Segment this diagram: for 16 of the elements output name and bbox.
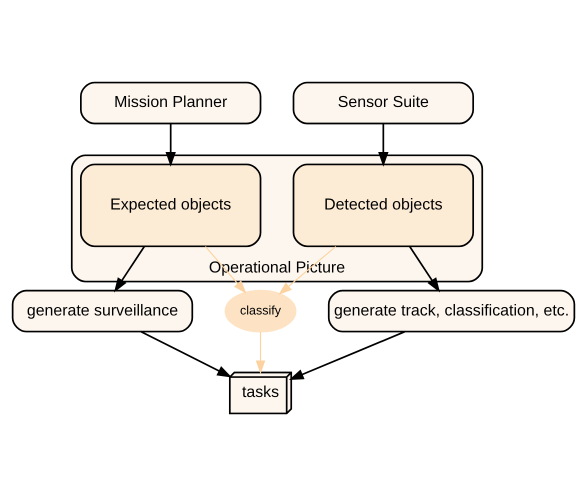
arrow bbox=[409, 246, 440, 292]
arrow bbox=[205, 246, 246, 294]
node-box: Expected objects bbox=[80, 164, 262, 248]
node-box: generate surveillance bbox=[12, 290, 194, 332]
node-box: Detected objects bbox=[292, 164, 474, 248]
node-ellipse: classify bbox=[224, 290, 296, 332]
arrow bbox=[140, 330, 232, 378]
arrow bbox=[114, 246, 146, 292]
node-box: Mission Planner bbox=[80, 82, 262, 124]
arrow bbox=[278, 246, 336, 295]
arrow bbox=[288, 330, 406, 380]
node-box: Sensor Suite bbox=[292, 82, 474, 124]
arrow bbox=[256, 332, 266, 374]
arrow bbox=[378, 124, 389, 167]
node-box: generate track, classification, etc. bbox=[328, 290, 576, 332]
arrow bbox=[166, 124, 176, 167]
